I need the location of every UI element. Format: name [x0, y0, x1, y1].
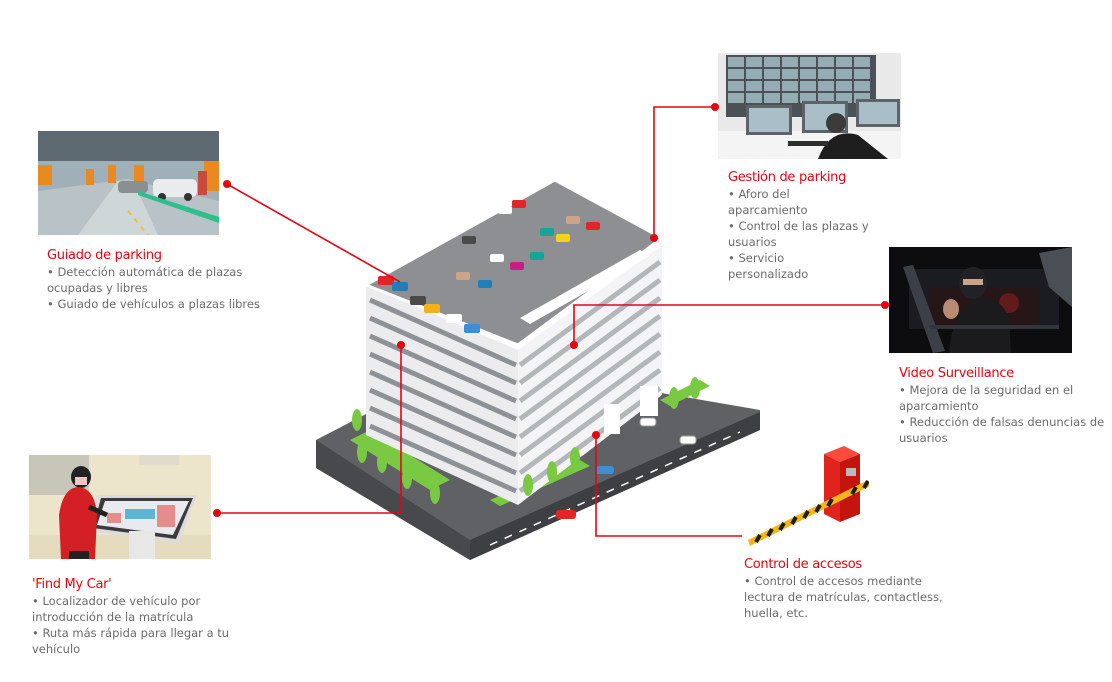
- connector-dot: [397, 341, 405, 349]
- barrier-gate-icon: [744, 440, 869, 550]
- section-title: Video Surveillance: [899, 366, 1014, 381]
- connector-dot: [570, 341, 578, 349]
- bullet-item: Detección automática de plazas ocupadas …: [47, 264, 277, 296]
- bullet-item: Servicio personalizado: [728, 250, 828, 282]
- bullet-item: Ruta más rápida para llegar a tu vehícul…: [32, 625, 237, 657]
- touchscreen-kiosk-photo: [29, 455, 211, 559]
- connector-dot: [592, 431, 600, 439]
- section-title: 'Find My Car': [32, 577, 112, 592]
- section-title: Control de accesos: [744, 557, 862, 572]
- connector-dot: [650, 234, 658, 242]
- section-title: Guiado de parking: [47, 248, 162, 263]
- connector-dot: [213, 509, 221, 517]
- caption-video-surveillance: Video Surveillance Mejora de la segurida…: [899, 365, 1109, 446]
- connector-video: [573, 304, 885, 345]
- connector-accesos: [595, 435, 742, 537]
- bullet-item: Mejora de la seguridad en el aparcamient…: [899, 382, 1109, 414]
- bullet-item: Localizador de vehículo por introducción…: [32, 593, 237, 625]
- car-thief-photo: [889, 247, 1072, 353]
- connector-guiado: [226, 183, 401, 283]
- connector-gestion: [653, 106, 715, 238]
- bullet-item: Reducción de falsas denuncias de usuario…: [899, 414, 1109, 446]
- caption-control-de-accesos: Control de accesos Control de accesos me…: [744, 556, 944, 621]
- control-room-monitors-photo: [718, 53, 901, 159]
- underground-parking-photo: [38, 131, 219, 235]
- connector-dot: [223, 180, 231, 188]
- caption-gestion-de-parking: Gestión de parking Aforo del aparcamient…: [728, 169, 878, 282]
- bullet-item: Control de accesos mediante lectura de m…: [744, 573, 944, 621]
- bullet-item: Control de las plazas y usuarios: [728, 218, 878, 250]
- section-title: Gestión de parking: [728, 170, 847, 185]
- caption-find-my-car: 'Find My Car' Localizador de vehículo po…: [32, 576, 237, 657]
- bullet-item: Aforo del aparcamiento: [728, 186, 828, 218]
- connector-findmycar: [217, 345, 402, 514]
- bullet-item: Guiado de vehículos a plazas libres: [47, 296, 277, 312]
- connector-dot: [711, 103, 719, 111]
- connector-dot: [881, 301, 889, 309]
- caption-guiado-de-parking: Guiado de parking Detección automática d…: [47, 247, 277, 312]
